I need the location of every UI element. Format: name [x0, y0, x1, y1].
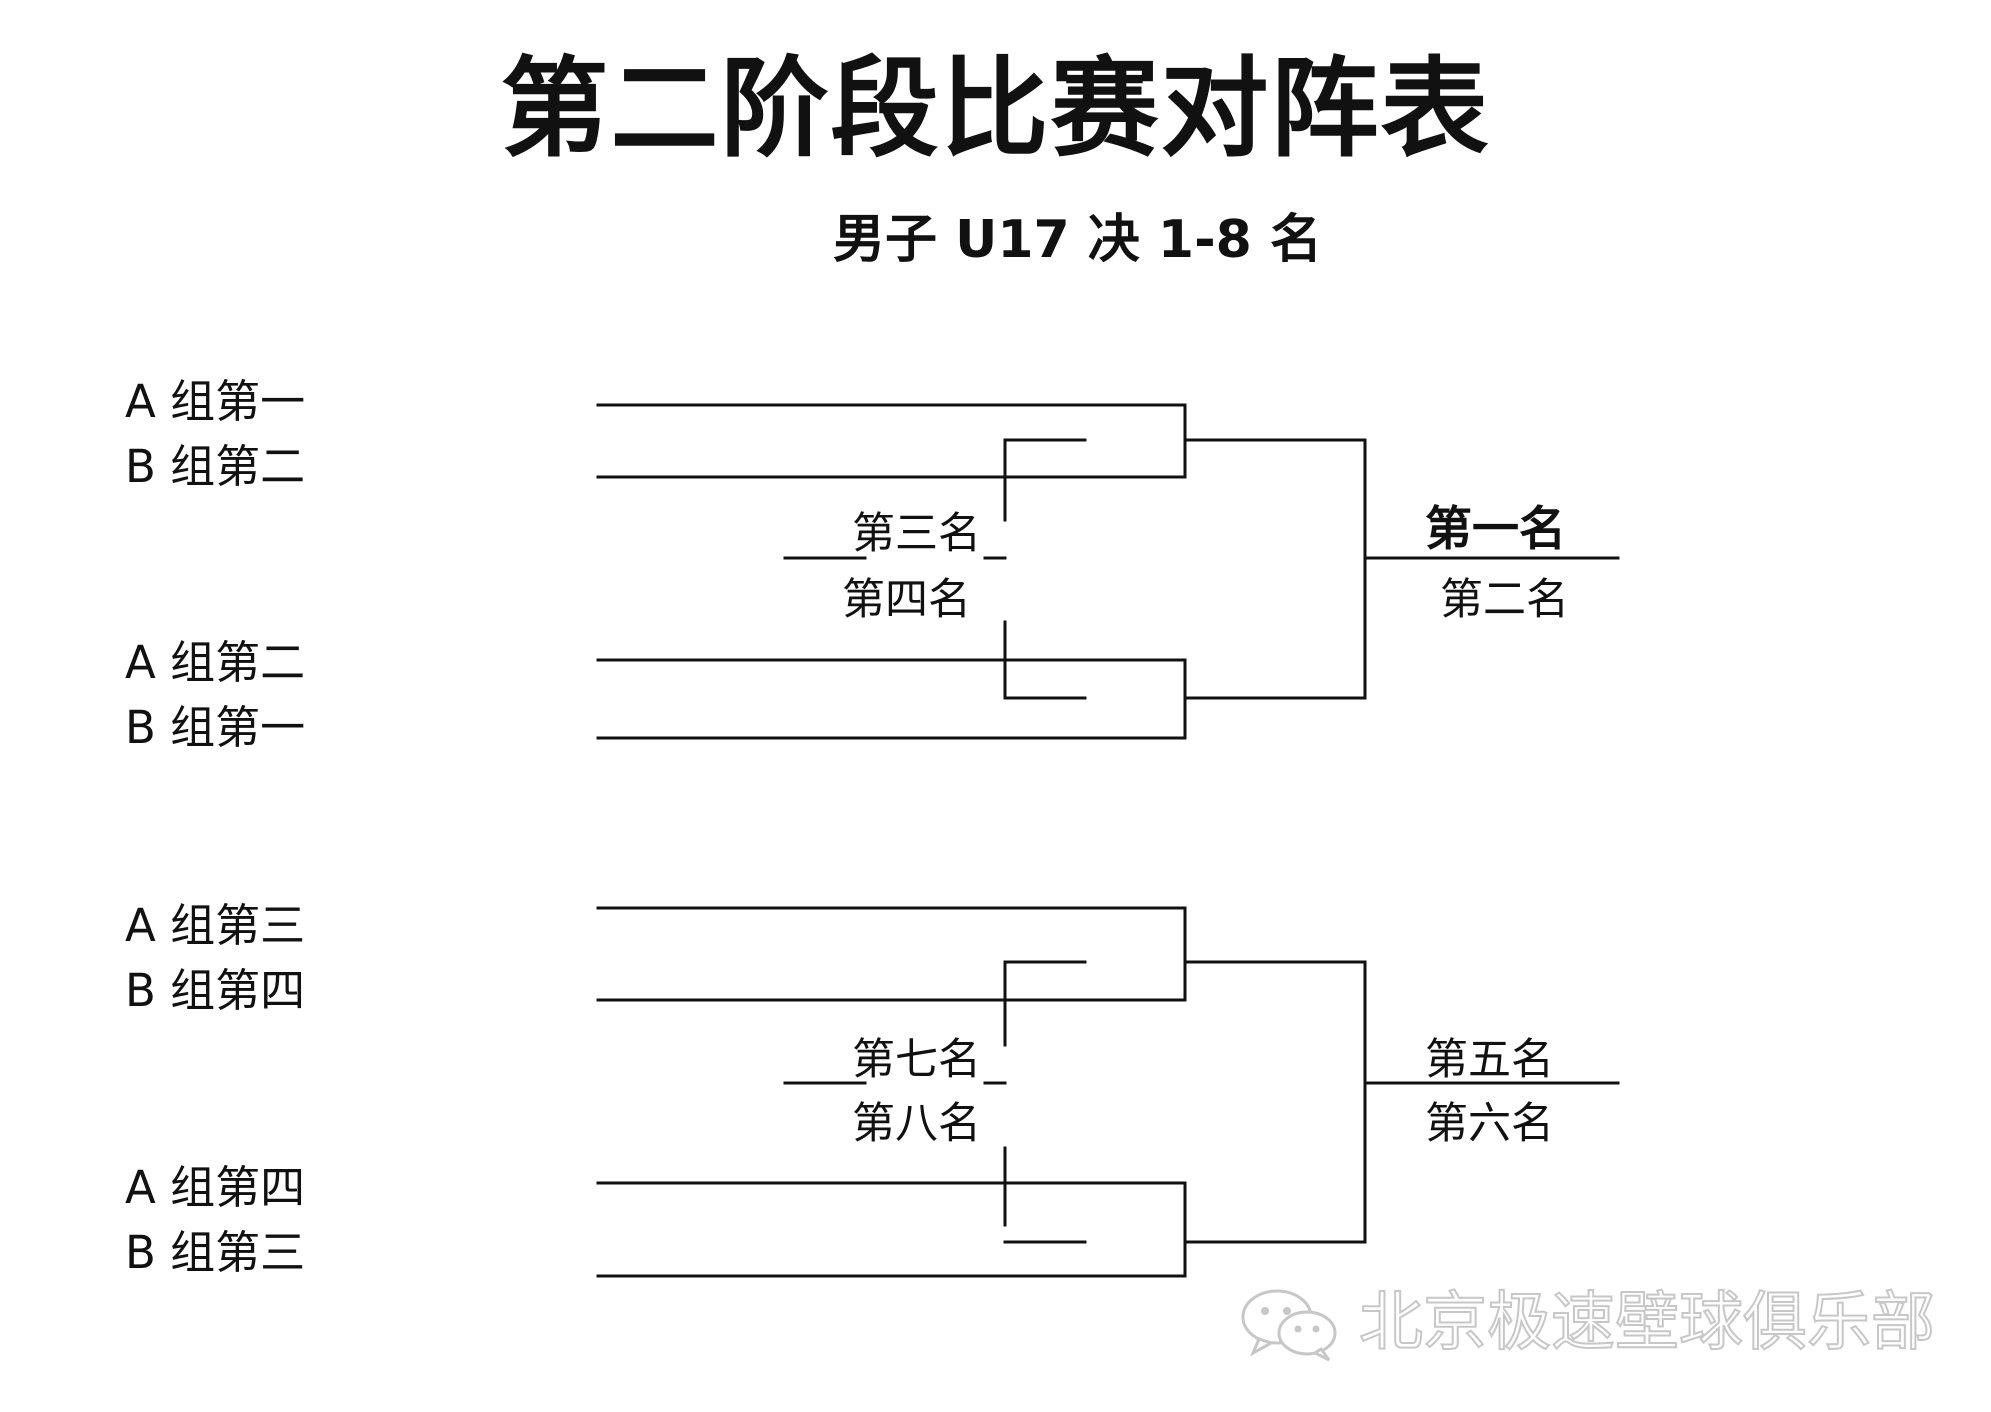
bracket-line — [1003, 620, 1087, 700]
bracket-line — [1003, 960, 1087, 1047]
place-first-label: 第一名 — [1425, 502, 1566, 557]
place-fifth-label: 第五名 — [1425, 1035, 1554, 1085]
bracket-line — [1003, 438, 1087, 522]
team-label: A 组第三 — [125, 899, 306, 952]
page-subtitle: 男子 U17 决 1-8 名 — [833, 210, 1322, 270]
place-eighth-label: 第八名 — [852, 1099, 981, 1149]
wechat-icon — [1241, 1289, 1337, 1362]
team-label: A 组第一 — [125, 375, 306, 428]
watermark: 北京极速壁球俱乐部 — [1235, 1278, 1936, 1368]
team-label: B 组第二 — [125, 440, 306, 493]
place-second-label: 第二名 — [1440, 575, 1569, 625]
page-title: 第二阶段比赛对阵表 — [500, 47, 1491, 172]
place-seventh-label: 第七名 — [852, 1035, 981, 1085]
place-sixth-label: 第六名 — [1425, 1099, 1554, 1149]
watermark-text: 北京极速壁球俱乐部 — [1358, 1285, 1936, 1361]
bracket-line — [596, 1181, 1187, 1278]
place-fourth-label: 第四名 — [842, 575, 971, 625]
bracket-line — [596, 403, 1187, 479]
team-label: B 组第一 — [125, 701, 306, 754]
team-label: B 组第三 — [125, 1226, 306, 1279]
bracket-line — [596, 906, 1187, 1002]
place-third-label: 第三名 — [852, 509, 981, 559]
team-label: A 组第二 — [125, 636, 306, 689]
bracket-line — [596, 658, 1187, 740]
bracket-line — [1183, 438, 1367, 700]
bracket-line — [1183, 960, 1367, 1244]
team-label: B 组第四 — [125, 964, 306, 1017]
team-label: A 组第四 — [125, 1161, 306, 1214]
